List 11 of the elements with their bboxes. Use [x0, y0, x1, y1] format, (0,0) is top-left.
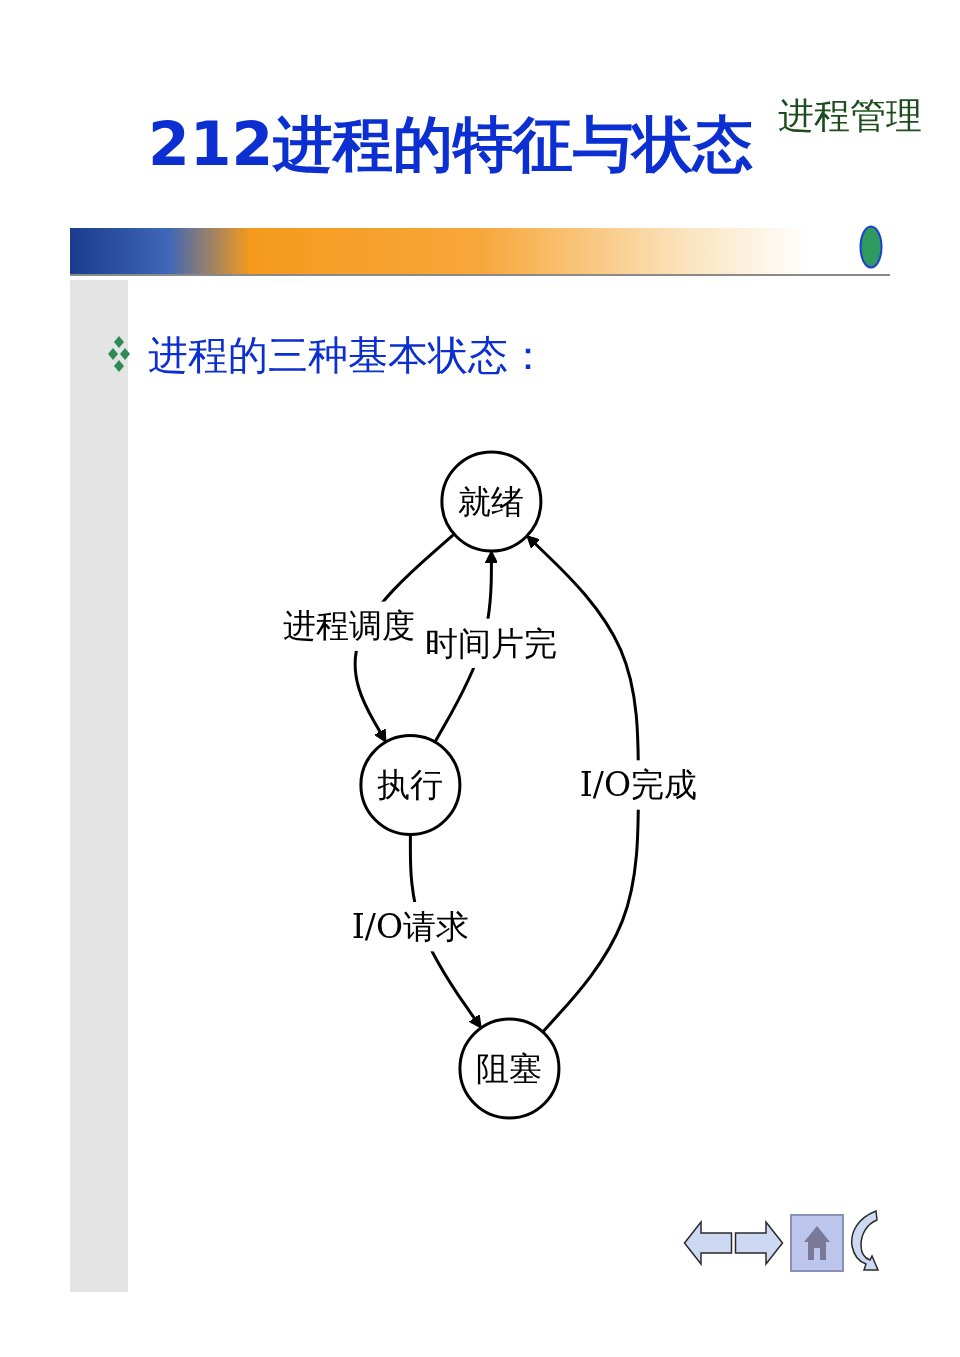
- arrow: [526, 535, 640, 1033]
- node-circle: 执行: [359, 734, 462, 836]
- slide-title: 212进程的特征与状态: [148, 108, 754, 181]
- edge-label: 进程调度: [282, 607, 415, 645]
- section-heading: 进程管理: [778, 94, 922, 138]
- edge-label: I/O请求: [351, 908, 469, 946]
- node-circle: 阻塞: [458, 1017, 561, 1120]
- bullet-text: 进程的三种基本状态：: [148, 331, 548, 380]
- edge-label: 时间片完: [425, 624, 558, 662]
- node-circle: 就绪: [440, 450, 543, 553]
- edge-label: I/O完成: [579, 766, 698, 804]
